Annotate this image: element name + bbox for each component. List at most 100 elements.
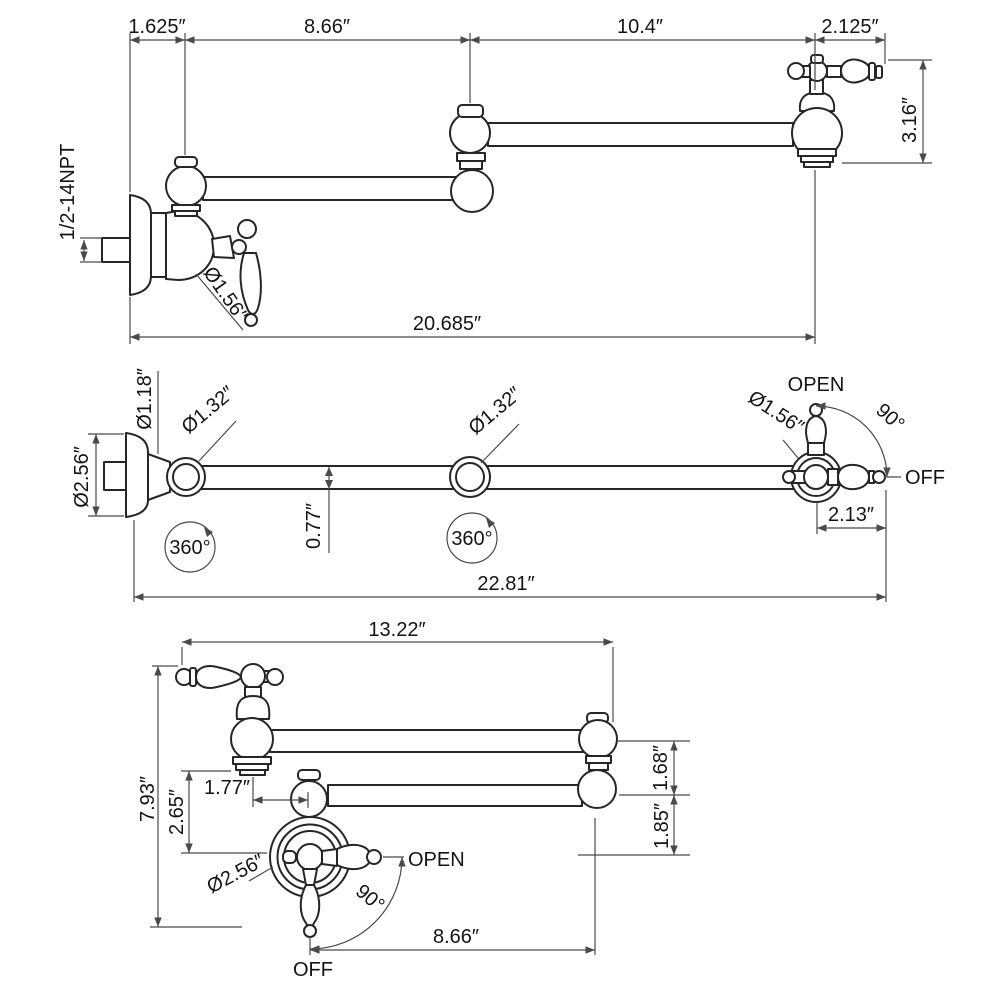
dim-label-arm1: 8.66″ bbox=[304, 16, 350, 38]
swivel-circle-2 bbox=[446, 512, 498, 564]
off-label-top: OFF bbox=[905, 467, 945, 489]
front-handle-cap bbox=[810, 54, 824, 64]
front-spout-rib1 bbox=[797, 148, 837, 157]
front-view: 1.625″ 8.66″ 10.4″ 2.125″ 3.16″ 1/2-14NP… bbox=[57, 16, 932, 344]
dim-label-offset: 1.625″ bbox=[128, 16, 185, 38]
top-joint-2-inner bbox=[455, 462, 485, 492]
folded-valve-cap bbox=[297, 769, 321, 781]
folded-handle-hub bbox=[240, 663, 266, 689]
dim-label-spout-height: 3.16″ bbox=[899, 97, 921, 143]
dim-label-arm2: 10.4″ bbox=[617, 16, 663, 38]
front-joint-1-band2 bbox=[174, 210, 198, 217]
folded-spout-rib3 bbox=[239, 769, 266, 776]
dim-label-spout-offset: 2.125″ bbox=[821, 16, 878, 38]
dim-label-flange-diameter-folded: Ø2.56″ bbox=[203, 850, 268, 898]
front-elbow-lower-ball bbox=[450, 169, 494, 213]
top-neck bbox=[147, 453, 171, 501]
front-joint-1-ball bbox=[165, 165, 207, 207]
front-lever-grip bbox=[239, 252, 262, 315]
folded-lower-arm bbox=[327, 784, 583, 807]
front-lever-hub bbox=[231, 239, 247, 255]
top-off-handle-ball bbox=[872, 470, 886, 484]
off-label-folded: OFF bbox=[293, 959, 333, 981]
front-handle-right-stem bbox=[826, 65, 842, 78]
dim-label-total-reach-top: 22.81″ bbox=[477, 573, 534, 595]
top-escutcheon bbox=[125, 432, 149, 518]
folded-upper-arm bbox=[269, 729, 587, 753]
folded-hub-nub bbox=[282, 850, 297, 864]
front-inlet-pipe bbox=[101, 237, 131, 263]
top-off-handle-grip bbox=[837, 463, 870, 491]
top-open-handle-grip bbox=[805, 415, 827, 444]
front-handle-rib2 bbox=[875, 65, 883, 79]
folded-handle-grip bbox=[195, 665, 242, 689]
top-open-handle-stem bbox=[807, 442, 825, 456]
folded-spout-dome bbox=[235, 695, 271, 720]
dim-label-arm-width: 0.77″ bbox=[303, 503, 325, 549]
folded-off-handle-grip bbox=[299, 884, 321, 928]
top-joint-1-inner bbox=[172, 463, 200, 491]
folded-open-handle-stem bbox=[321, 848, 338, 867]
swivel-arrow-2 bbox=[486, 518, 495, 528]
swivel-arrow-1 bbox=[204, 527, 213, 537]
folded-joint-band bbox=[585, 755, 612, 764]
dim-label-lower-arm-length: 8.66″ bbox=[433, 926, 479, 948]
swivel-circle-1 bbox=[164, 521, 216, 573]
front-elbow-upper-ball bbox=[449, 112, 491, 154]
front-joint-1-cap bbox=[174, 156, 198, 168]
front-spout-neck bbox=[809, 79, 824, 95]
front-arm-1 bbox=[202, 176, 457, 201]
dim-label-arm-gap-upper: 1.68″ bbox=[650, 745, 672, 791]
dim-label-inlet-thread: 1/2-14NPT bbox=[57, 144, 79, 241]
folded-off-handle-stem bbox=[302, 868, 318, 886]
swivel-label-1: 360° bbox=[169, 537, 210, 559]
front-view-lineart bbox=[101, 54, 883, 327]
dim-label-joint1-diameter: Ø1.32″ bbox=[178, 382, 239, 438]
angle-label-top: 90° bbox=[871, 399, 908, 436]
top-arm bbox=[199, 465, 795, 490]
front-lever-end-ball bbox=[244, 313, 258, 327]
dim-label-arm-gap-lower: 1.85″ bbox=[651, 803, 673, 849]
dim-label-spout-drop: 2.65″ bbox=[166, 789, 188, 835]
folded-joint-upper-ball bbox=[578, 719, 618, 759]
front-elbow-cap bbox=[457, 104, 484, 118]
top-side-ball bbox=[782, 470, 796, 484]
dim-label-total-reach-front: 20.685″ bbox=[413, 313, 481, 335]
folded-open-handle-grip bbox=[336, 843, 371, 871]
top-inlet-pipe bbox=[103, 461, 129, 491]
folded-hub-ball bbox=[296, 843, 324, 871]
folded-open-handle-ball bbox=[366, 849, 382, 865]
open-label-folded: OPEN bbox=[408, 849, 465, 871]
dim-label-total-height: 7.93″ bbox=[137, 776, 159, 822]
folded-off-handle-ball bbox=[303, 924, 317, 938]
top-view-lineart bbox=[103, 403, 886, 573]
dim-label-handle-length: 2.13″ bbox=[828, 504, 874, 526]
front-arm-2 bbox=[487, 122, 794, 147]
front-escutcheon bbox=[129, 194, 152, 296]
dim-label-flange-diameter-top: Ø2.56″ bbox=[71, 446, 93, 508]
front-handle-rib bbox=[868, 62, 876, 81]
front-handle-left-ball bbox=[787, 62, 805, 80]
folded-joint-band2 bbox=[588, 762, 609, 771]
swivel-label-2: 360° bbox=[451, 528, 492, 550]
front-collar bbox=[150, 212, 167, 278]
top-end-joint-ball bbox=[803, 464, 829, 490]
folded-spout-ball bbox=[230, 717, 274, 761]
top-view: Ø2.56″ Ø1.18″ Ø1.32″ Ø1.32″ Ø1.56″ 0.77″… bbox=[71, 368, 945, 602]
front-spout-rib3 bbox=[803, 161, 831, 168]
front-elbow-band2 bbox=[459, 160, 483, 170]
dim-label-spout-offset-folded: 1.77″ bbox=[204, 777, 250, 799]
top-off-handle-stem bbox=[827, 468, 839, 486]
dim-label-neck-diameter: Ø1.18″ bbox=[134, 368, 156, 430]
front-lever-top-ball bbox=[237, 219, 257, 239]
dim-label-folded-length: 13.22″ bbox=[368, 619, 425, 641]
front-handle-grip bbox=[840, 58, 871, 84]
dim-label-joint2-diameter: Ø1.32″ bbox=[465, 383, 526, 439]
front-elbow-band bbox=[456, 152, 486, 162]
folded-spout-rib1 bbox=[232, 756, 272, 765]
angle-label-folded: 90° bbox=[351, 880, 388, 916]
folded-joint-lower-ball bbox=[577, 769, 617, 809]
folded-valve-ball bbox=[290, 780, 328, 818]
